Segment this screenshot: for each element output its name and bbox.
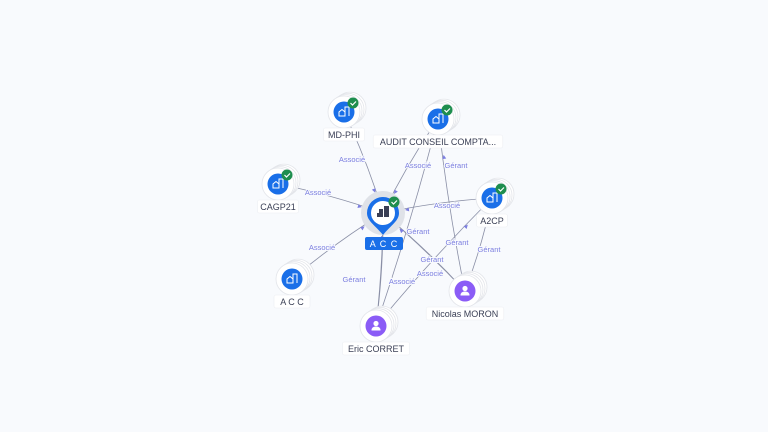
verified-check-icon <box>441 104 453 116</box>
company-avatar <box>281 268 303 290</box>
edge-arrow-icon <box>399 228 404 233</box>
center-label-bg <box>365 237 403 250</box>
edge-label: Gérant <box>407 227 431 236</box>
node-label: A2CP <box>480 216 504 226</box>
edge-arrow-icon <box>394 189 398 195</box>
verified-check-icon <box>347 97 359 109</box>
node-label-bg <box>342 341 410 356</box>
edge-label: Gérant <box>421 255 445 264</box>
verified-check-icon <box>388 196 400 208</box>
edge-arrow-icon <box>442 154 447 160</box>
node-label-bg <box>476 213 508 228</box>
edge-label: Gérant <box>445 161 469 170</box>
edge-label: Associé <box>405 161 431 170</box>
verified-check-icon <box>281 169 293 181</box>
edge-label: Associé <box>389 277 415 286</box>
building-icon <box>286 273 298 284</box>
node-label: AUDIT CONSEIL COMPTA... <box>380 137 496 147</box>
center-label: A C C <box>370 239 399 249</box>
node-label-bg <box>425 306 505 321</box>
node-label: CAGP21 <box>260 202 296 212</box>
building-icon <box>377 206 389 217</box>
building-icon <box>272 178 284 189</box>
node-label-bg <box>273 294 311 309</box>
building-icon <box>486 192 498 203</box>
node-nicolas[interactable]: Nicolas MORON <box>425 270 505 321</box>
edge-label: Gérant <box>343 275 367 284</box>
edge-label: Gérant <box>478 245 502 254</box>
center-node[interactable]: A C C <box>361 191 405 250</box>
edge-label: Associé <box>309 243 335 252</box>
edge-label: Associé <box>434 201 460 210</box>
edge-arrow-icon <box>371 188 376 193</box>
node-label-bg <box>323 127 365 142</box>
edge-label: Associé <box>305 188 331 197</box>
edge-arrow-icon <box>357 204 362 209</box>
node-cagp21[interactable]: CAGP21 <box>257 163 301 214</box>
node-audit[interactable]: AUDIT CONSEIL COMPTA... <box>372 98 504 149</box>
edge-label: Associé <box>339 155 365 164</box>
person-icon <box>460 285 470 296</box>
node-label-bg <box>257 199 299 214</box>
edge-label: Associé <box>417 269 443 278</box>
edge-label: Gérant <box>446 238 470 247</box>
verified-check-icon <box>495 183 507 195</box>
edge-arrow-icon <box>421 162 426 168</box>
edge-arrow-icon <box>463 224 468 229</box>
edge-arrow-icon <box>360 226 365 231</box>
node-acc2[interactable]: A C C <box>273 258 315 309</box>
edge-arrow-icon <box>404 207 410 212</box>
node-label: MD-PHI <box>328 130 360 140</box>
node-eric[interactable]: Eric CORRET <box>342 305 410 356</box>
node-label: A C C <box>280 297 304 307</box>
building-icon <box>432 113 444 124</box>
edge-labels-layer: AssociéAssociéAssociéAssociéAssociéGéran… <box>304 154 503 287</box>
node-label: Eric CORRET <box>348 344 405 354</box>
person-icon <box>371 320 381 331</box>
node-mdphi[interactable]: MD-PHI <box>323 91 367 142</box>
building-icon <box>338 106 350 117</box>
node-a2cp[interactable]: A2CP <box>475 177 515 228</box>
node-label-bg <box>372 134 504 149</box>
node-label: Nicolas MORON <box>432 309 499 319</box>
